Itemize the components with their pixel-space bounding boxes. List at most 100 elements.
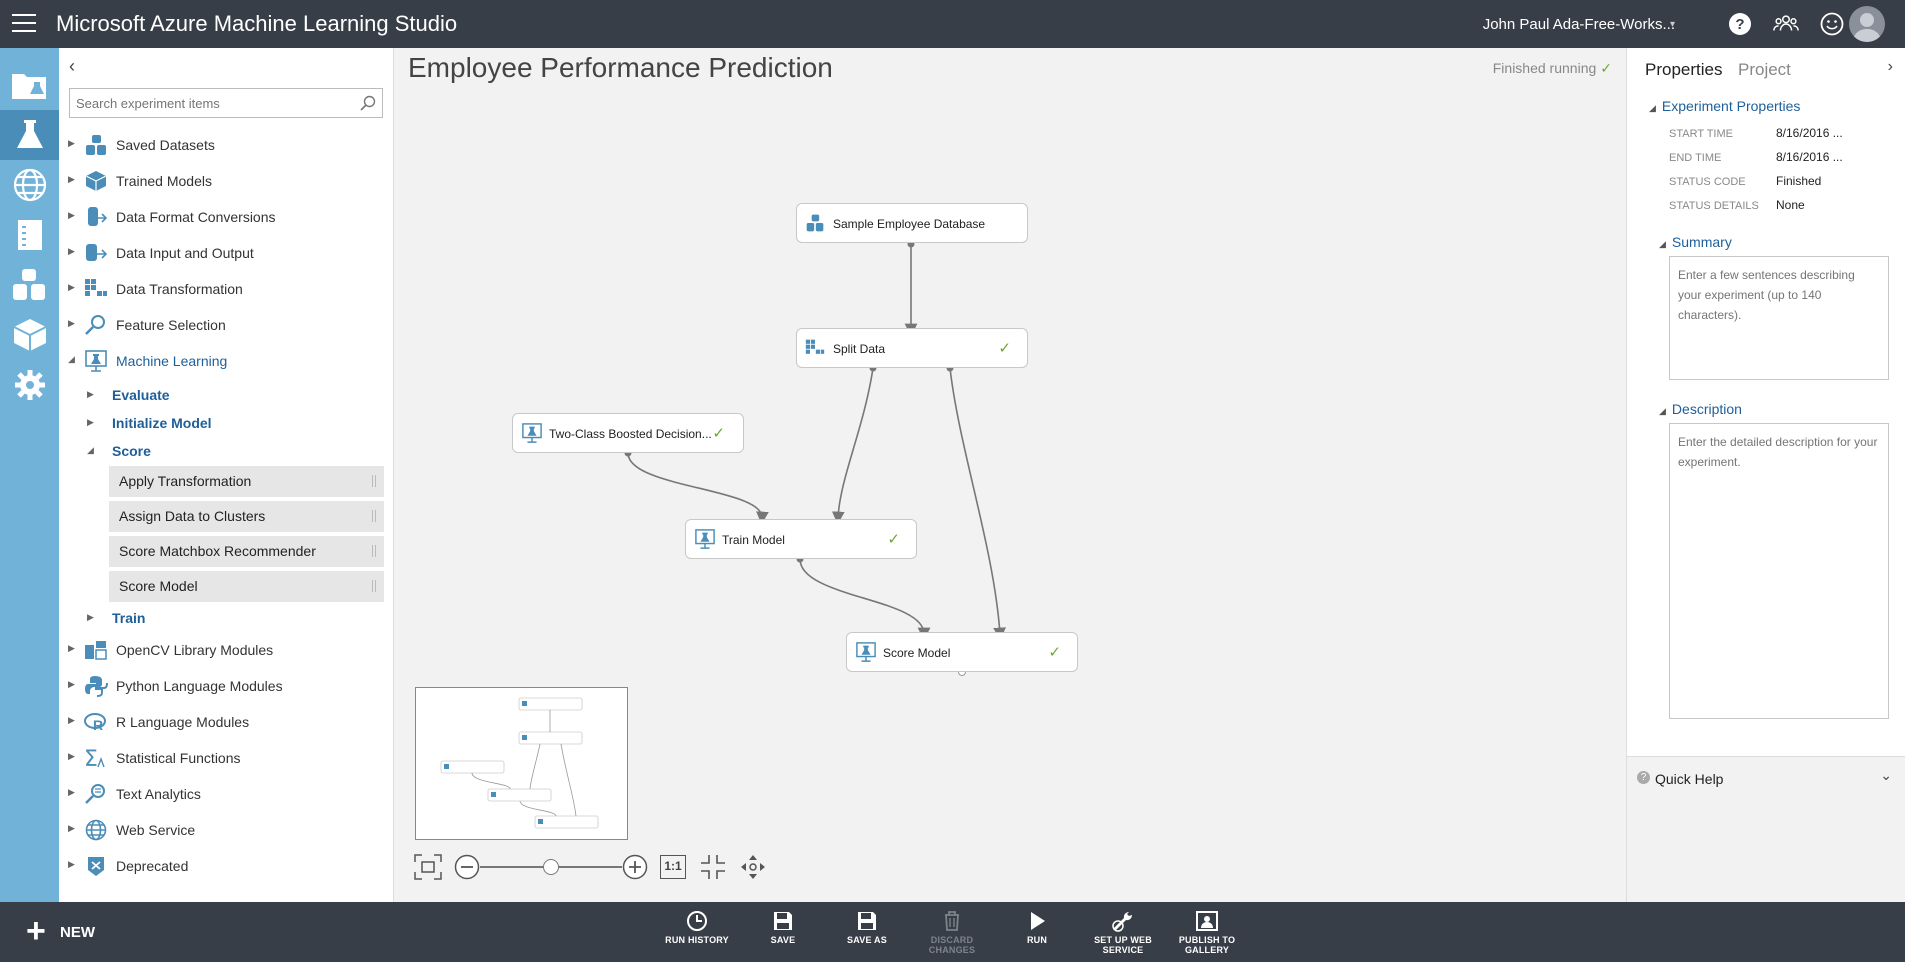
settings-icon[interactable] (0, 360, 59, 410)
actual-size-button[interactable]: 1:1 (660, 855, 686, 879)
collapse-arrow-icon[interactable]: ◢ (1649, 103, 1656, 113)
discard-changes-button[interactable]: DISCARD CHANGES (917, 910, 987, 958)
node-split-data[interactable]: Split Data ✓ (796, 328, 1028, 368)
expand-arrow-icon[interactable]: ▶ (68, 210, 75, 220)
category-machine-learning[interactable]: ◢ Machine Learning (59, 347, 394, 375)
save-button[interactable]: SAVE (748, 910, 818, 958)
expand-arrow-icon[interactable]: ▶ (87, 417, 94, 427)
experiments-icon[interactable] (0, 110, 59, 160)
category-data-transformation[interactable]: ▶ Data Transformation (59, 275, 394, 303)
collapse-arrow-icon[interactable]: ◢ (1659, 406, 1666, 416)
user-avatar-icon[interactable] (1849, 6, 1885, 42)
check-icon: ✓ (998, 340, 1011, 357)
expand-arrow-icon[interactable]: ▶ (68, 787, 75, 797)
run-button[interactable]: RUN (1002, 910, 1072, 958)
expand-arrow-icon[interactable]: ▶ (68, 823, 75, 833)
expand-arrow-icon[interactable]: ▶ (68, 318, 75, 328)
menu-icon[interactable] (12, 14, 36, 34)
datasets-icon[interactable] (0, 260, 59, 310)
category-text-analytics[interactable]: ▶ Text Analytics (59, 780, 394, 808)
fit-to-screen-icon[interactable] (414, 854, 442, 880)
collapse-arrow-icon[interactable]: ◢ (68, 354, 75, 364)
tab-project[interactable]: Project (1738, 60, 1791, 79)
category-saved-datasets[interactable]: ▶ Saved Datasets (59, 131, 394, 159)
projects-icon[interactable] (0, 60, 59, 110)
zoom-in-icon[interactable] (622, 854, 648, 880)
drag-handle-icon[interactable] (372, 510, 376, 522)
expand-arrow-icon[interactable]: ▶ (68, 246, 75, 256)
expand-arrow-icon[interactable]: ▶ (68, 138, 75, 148)
summary-heading[interactable]: ◢Summary (1659, 234, 1732, 250)
category-label: Deprecated (116, 858, 189, 874)
community-icon[interactable] (1773, 11, 1799, 37)
category-data-input-and-output[interactable]: ▶ Data Input and Output (59, 239, 394, 267)
chevron-down-icon[interactable]: ⌄ (1880, 767, 1892, 783)
experiment-properties-heading[interactable]: ◢Experiment Properties (1649, 98, 1801, 114)
category-data-format-conversions[interactable]: ▶ Data Format Conversions (59, 203, 394, 231)
subcategory-score[interactable]: ◢ Score (87, 443, 151, 459)
expand-arrow-icon[interactable]: ▶ (68, 679, 75, 689)
subcategory-evaluate[interactable]: ▶ Evaluate (87, 387, 170, 403)
search-icon[interactable] (360, 95, 376, 111)
zoom-slider-handle[interactable] (543, 859, 559, 875)
module-score-matchbox-recommender[interactable]: Score Matchbox Recommender (109, 536, 384, 567)
minimap-graph (440, 697, 599, 829)
category-opencv-library-modules[interactable]: ▶ OpenCV Library Modules (59, 636, 394, 664)
node-score-model[interactable]: Score Model ✓ (846, 632, 1078, 672)
collapse-arrow-icon[interactable]: ◢ (87, 445, 94, 455)
user-account-menu[interactable]: John Paul Ada-Free-Works... (1482, 16, 1675, 33)
run-history-button[interactable]: RUN HISTORY (662, 910, 732, 958)
zoom-to-selection-icon[interactable] (700, 854, 726, 880)
save-as-button[interactable]: SAVE AS (832, 910, 902, 958)
zoom-out-icon[interactable] (454, 854, 480, 880)
category-label: Data Input and Output (116, 245, 254, 261)
category-web-service[interactable]: ▶ Web Service (59, 816, 394, 844)
collapse-panel-chevron-icon[interactable]: › (1887, 58, 1893, 75)
drag-handle-icon[interactable] (372, 580, 376, 592)
category-feature-selection[interactable]: ▶ Feature Selection (59, 311, 394, 339)
expand-arrow-icon[interactable]: ▶ (68, 751, 75, 761)
module-score-model[interactable]: Score Model (109, 571, 384, 602)
category-r-language-modules[interactable]: ▶ R R Language Modules (59, 708, 394, 736)
subcategory-initialize-model[interactable]: ▶ Initialize Model (87, 415, 212, 431)
drag-handle-icon[interactable] (372, 475, 376, 487)
pan-icon[interactable] (740, 854, 766, 880)
drag-handle-icon[interactable] (372, 545, 376, 557)
canvas-minimap[interactable] (415, 687, 628, 840)
expand-arrow-icon[interactable]: ▶ (87, 612, 94, 622)
category-statistical-functions[interactable]: ▶ Σ Statistical Functions (59, 744, 394, 772)
description-input[interactable] (1670, 424, 1888, 718)
node-two-class-boosted-decision-tree[interactable]: Two-Class Boosted Decision... ✓ (512, 413, 744, 453)
expand-arrow-icon[interactable]: ▶ (68, 715, 75, 725)
feedback-icon[interactable] (1819, 11, 1845, 37)
expand-arrow-icon[interactable]: ▶ (68, 859, 75, 869)
subcategory-train[interactable]: ▶ Train (87, 610, 146, 626)
quick-help-section[interactable]: ? Quick Help ⌄ (1627, 756, 1905, 902)
web-services-icon[interactable] (0, 160, 59, 210)
trained-models-icon[interactable] (0, 310, 59, 360)
node-train-model[interactable]: Train Model ✓ (685, 519, 917, 559)
category-python-language-modules[interactable]: ▶ Python Language Modules (59, 672, 394, 700)
experiment-title[interactable]: Employee Performance Prediction (408, 52, 833, 83)
tab-properties[interactable]: Properties (1645, 60, 1723, 79)
category-deprecated[interactable]: ▶ Deprecated (59, 852, 394, 880)
module-assign-data-to-clusters[interactable]: Assign Data to Clusters (109, 501, 384, 532)
publish-to-gallery-button[interactable]: PUBLISH TO GALLERY (1172, 910, 1242, 958)
experiment-canvas[interactable]: Employee Performance Prediction Finished… (394, 48, 1626, 902)
chevron-down-icon[interactable]: ▾ (1669, 19, 1675, 30)
search-input[interactable] (70, 89, 340, 117)
collapse-arrow-icon[interactable]: ◢ (1659, 239, 1666, 249)
expand-arrow-icon[interactable]: ▶ (68, 282, 75, 292)
help-icon[interactable]: ? (1727, 11, 1753, 37)
expand-arrow-icon[interactable]: ▶ (68, 643, 75, 653)
expand-arrow-icon[interactable]: ▶ (87, 389, 94, 399)
notebooks-icon[interactable] (0, 210, 59, 260)
set-up-web-service-button[interactable]: SET UP WEB SERVICE (1088, 910, 1158, 958)
node-sample-employee-database[interactable]: Sample Employee Database (796, 203, 1028, 243)
category-trained-models[interactable]: ▶ Trained Models (59, 167, 394, 195)
module-apply-transformation[interactable]: Apply Transformation (109, 466, 384, 497)
description-heading[interactable]: ◢Description (1659, 401, 1742, 417)
expand-arrow-icon[interactable]: ▶ (68, 174, 75, 184)
summary-input[interactable] (1670, 257, 1888, 379)
collapse-palette-chevron-icon[interactable]: ‹ (69, 56, 75, 76)
